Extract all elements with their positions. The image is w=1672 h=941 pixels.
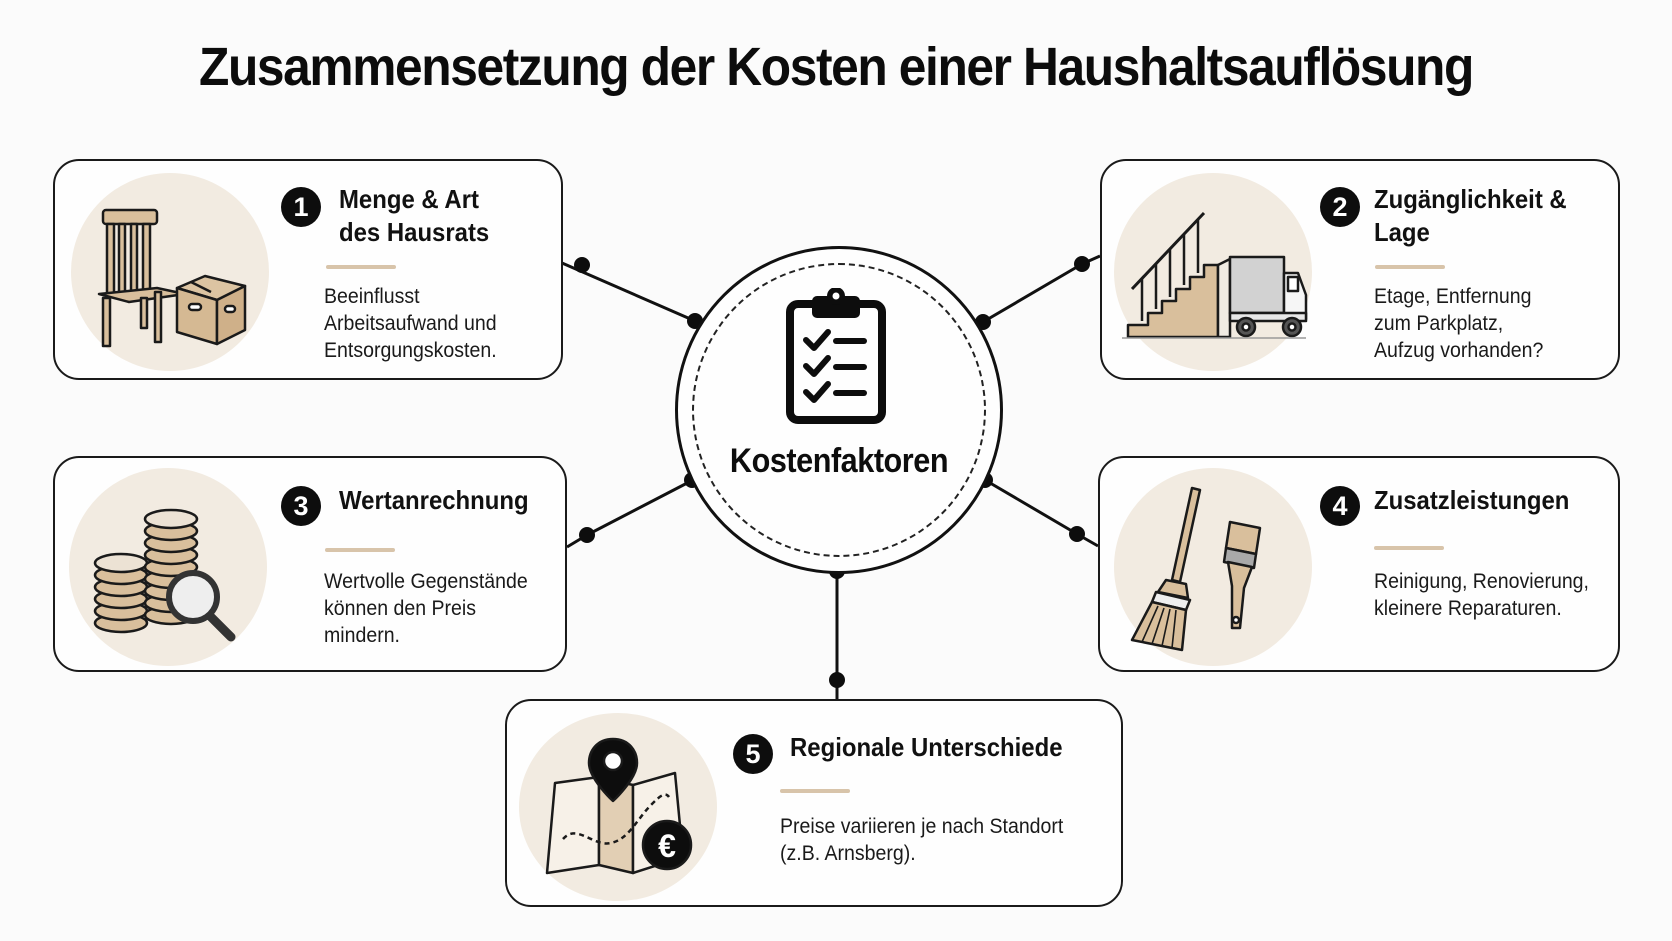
page-title: Zusammensetzung der Kosten einer Haushal…	[199, 37, 1474, 97]
factor-number-badge: 3	[281, 486, 321, 526]
connector-dot	[579, 527, 595, 543]
factor-number-badge: 4	[1320, 486, 1360, 526]
svg-text:€: €	[658, 828, 676, 864]
factor-description: Etage, Entfernung zum Parkplatz, Aufzug …	[1374, 283, 1543, 364]
factor-description: Beeinflusst Arbeitsaufwand und Entsorgun…	[324, 283, 497, 364]
coins-magnifier-icon	[93, 508, 236, 642]
factor-description-line: mindern.	[324, 624, 400, 647]
icon-circle	[1114, 468, 1312, 666]
factor-title-line: Zusatzleistungen	[1374, 485, 1570, 515]
factor-description-line: können den Preis	[324, 597, 477, 620]
broom-and-brush-icon	[1130, 486, 1262, 652]
stairs-and-truck-icon	[1122, 211, 1308, 339]
icon-circle	[71, 173, 269, 371]
factor-description-line: Reinigung, Renovierung,	[1374, 570, 1589, 593]
factor-description-line: Aufzug vorhanden?	[1374, 339, 1544, 362]
accent-divider	[326, 265, 396, 269]
factor-card-1: 1 Menge & Art des Hausrats Beeinflusst A…	[53, 159, 563, 380]
factor-title: Wertanrechnung	[339, 484, 529, 517]
factor-description: Reinigung, Renovierung, kleinere Reparat…	[1374, 568, 1589, 622]
factor-card-3: 3 Wertanrechnung Wertvolle Gegenstände k…	[53, 456, 567, 672]
factor-description: Preise variieren je nach Standort (z.B. …	[780, 813, 1063, 867]
connector-dot	[574, 257, 590, 273]
factor-description-line: zum Parkplatz,	[1374, 312, 1504, 335]
accent-divider	[1374, 546, 1444, 550]
hub-label: Kostenfaktoren	[729, 442, 949, 480]
hub-dashed-ring	[692, 263, 986, 557]
connector-dot	[1069, 526, 1085, 542]
factor-card-5: € 5 Regionale Unterschiede Preise variie…	[505, 699, 1123, 907]
icon-circle	[69, 468, 267, 666]
factor-number-badge: 2	[1320, 187, 1360, 227]
factor-description: Wertvolle Gegenstände können den Preis m…	[324, 568, 528, 649]
map-pin-euro-icon: €	[545, 737, 693, 875]
factor-title-line: Menge & Art	[339, 184, 479, 214]
factor-title-line: Zugänglichkeit &	[1374, 184, 1567, 214]
accent-divider	[1375, 265, 1445, 269]
clipboard-checklist-icon	[786, 288, 886, 424]
factor-title: Regionale Unterschiede	[790, 731, 1063, 764]
icon-circle	[1114, 173, 1312, 371]
factor-number-badge: 5	[733, 734, 773, 774]
connector-dot	[829, 672, 845, 688]
icon-circle: €	[519, 713, 717, 901]
factor-description-line: (z.B. Arnsberg).	[780, 842, 916, 865]
factor-title-line: Wertanrechnung	[339, 485, 529, 515]
factor-title-line: des Hausrats	[339, 217, 490, 247]
factor-title-line: Lage	[1374, 217, 1430, 247]
factor-description-line: kleinere Reparaturen.	[1374, 597, 1562, 620]
factor-card-2: 2 Zugänglichkeit & Lage Etage, Entfernun…	[1100, 159, 1620, 380]
factor-description-line: Entsorgungskosten.	[324, 339, 497, 362]
factor-description-line: Beeinflusst	[324, 285, 420, 308]
factor-card-4: 4 Zusatzleistungen Reinigung, Renovierun…	[1098, 456, 1620, 672]
factor-title: Menge & Art des Hausrats	[339, 183, 489, 249]
factor-number-badge: 1	[281, 187, 321, 227]
factor-title-line: Regionale Unterschiede	[790, 732, 1063, 762]
chair-and-box-icon	[97, 208, 247, 348]
factor-description-line: Wertvolle Gegenstände	[324, 570, 528, 593]
factor-description-line: Preise variieren je nach Standort	[780, 815, 1064, 838]
factor-description-line: Etage, Entfernung	[1374, 285, 1532, 308]
factor-title: Zugänglichkeit & Lage	[1374, 183, 1567, 249]
accent-divider	[780, 789, 850, 793]
connector-dot	[1074, 256, 1090, 272]
accent-divider	[325, 548, 395, 552]
factor-description-line: Arbeitsaufwand und	[324, 312, 497, 335]
factor-title: Zusatzleistungen	[1374, 484, 1569, 517]
